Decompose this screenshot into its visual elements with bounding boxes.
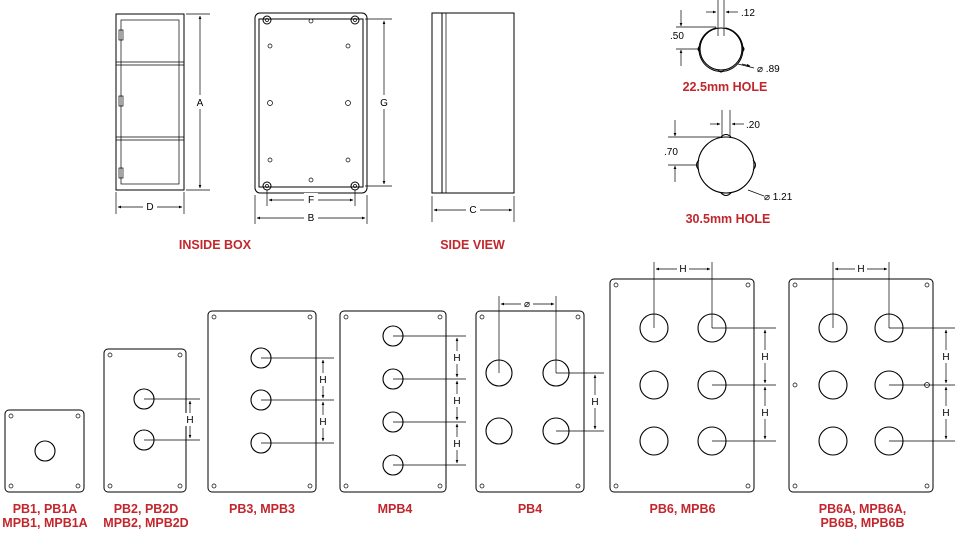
dim-d-label: D <box>146 202 153 213</box>
h30-top-dim: .20 <box>746 120 760 131</box>
pb6a-dim-h1: H <box>942 352 949 363</box>
pb4-dim-top: ⌀ <box>524 299 530 310</box>
h30-dia-dim: ⌀ 1.21 <box>764 192 793 203</box>
caption-mpb4: MPB4 <box>377 502 413 516</box>
caption-pb6: PB6, MPB6 <box>649 502 716 516</box>
mpb4-plate: H H H <box>339 310 466 493</box>
h30-side-dim: .70 <box>664 147 678 158</box>
caption-pb6a: PB6A, MPB6A, PB6B, MPB6B <box>800 502 925 530</box>
side-view: C <box>431 12 515 222</box>
dim-g-label: G <box>380 98 388 109</box>
mpb4-dim-h2: H <box>453 396 460 407</box>
h22-dia-dim: ⌀ .89 <box>757 64 780 75</box>
dim-c-label: C <box>469 205 476 216</box>
caption-pb6a-line1: PB6A, MPB6A, <box>818 502 907 516</box>
mpb4-dim-h3: H <box>453 439 460 450</box>
inside-box-section: A D <box>115 13 210 214</box>
pb2-dim-h: H <box>186 415 193 426</box>
pb1-plate <box>4 409 85 493</box>
hole-30-detail: .20 .70 ⌀ 1.21 <box>664 110 793 203</box>
caption-hole-22: 22.5mm HOLE <box>682 80 768 94</box>
caption-pb1-line1: PB1, PB1A <box>12 502 78 516</box>
caption-pb3: PB3, MPB3 <box>229 502 295 516</box>
pb3-dim-h1: H <box>319 375 326 386</box>
pb3-plate: H H <box>207 310 334 493</box>
caption-pb4: PB4 <box>517 502 543 516</box>
h22-top-dim: .12 <box>741 8 755 19</box>
caption-inside-box: INSIDE BOX <box>178 238 252 252</box>
dim-b-label: B <box>308 213 315 224</box>
pb2-plate: H <box>103 348 200 493</box>
pb6-dim-h2: H <box>761 408 768 419</box>
mpb4-dim-h1: H <box>453 353 460 364</box>
pb4-dim-h: H <box>591 397 598 408</box>
pb6-plate: H H H <box>609 262 776 493</box>
pb6a-dim-top: H <box>857 264 864 275</box>
caption-side-view: SIDE VIEW <box>440 238 505 252</box>
pb4-plate: ⌀ H <box>475 296 604 493</box>
caption-pb2-line1: PB2, PB2D <box>113 502 179 516</box>
hole-22-detail: .12 .50 ⌀ .89 <box>670 0 780 75</box>
caption-pb2: PB2, PB2D MPB2, MPB2D <box>98 502 194 530</box>
caption-hole-30: 30.5mm HOLE <box>685 212 771 226</box>
pb6a-plate: H H H <box>788 262 955 493</box>
pb3-dim-h2: H <box>319 417 326 428</box>
pb6a-dim-h2: H <box>942 408 949 419</box>
pb6-dim-top: H <box>679 264 686 275</box>
h22-side-dim: .50 <box>670 31 684 42</box>
pb6-dim-h1: H <box>761 352 768 363</box>
caption-pb6a-line2: PB6B, MPB6B <box>820 516 905 530</box>
caption-pb1: PB1, PB1A MPB1, MPB1A <box>0 502 90 530</box>
front-view: G F B <box>254 12 392 224</box>
dim-f-label: F <box>308 195 314 206</box>
caption-pb2-line2: MPB2, MPB2D <box>103 516 189 530</box>
dim-a-label: A <box>197 98 204 109</box>
caption-pb1-line2: MPB1, MPB1A <box>2 516 88 530</box>
